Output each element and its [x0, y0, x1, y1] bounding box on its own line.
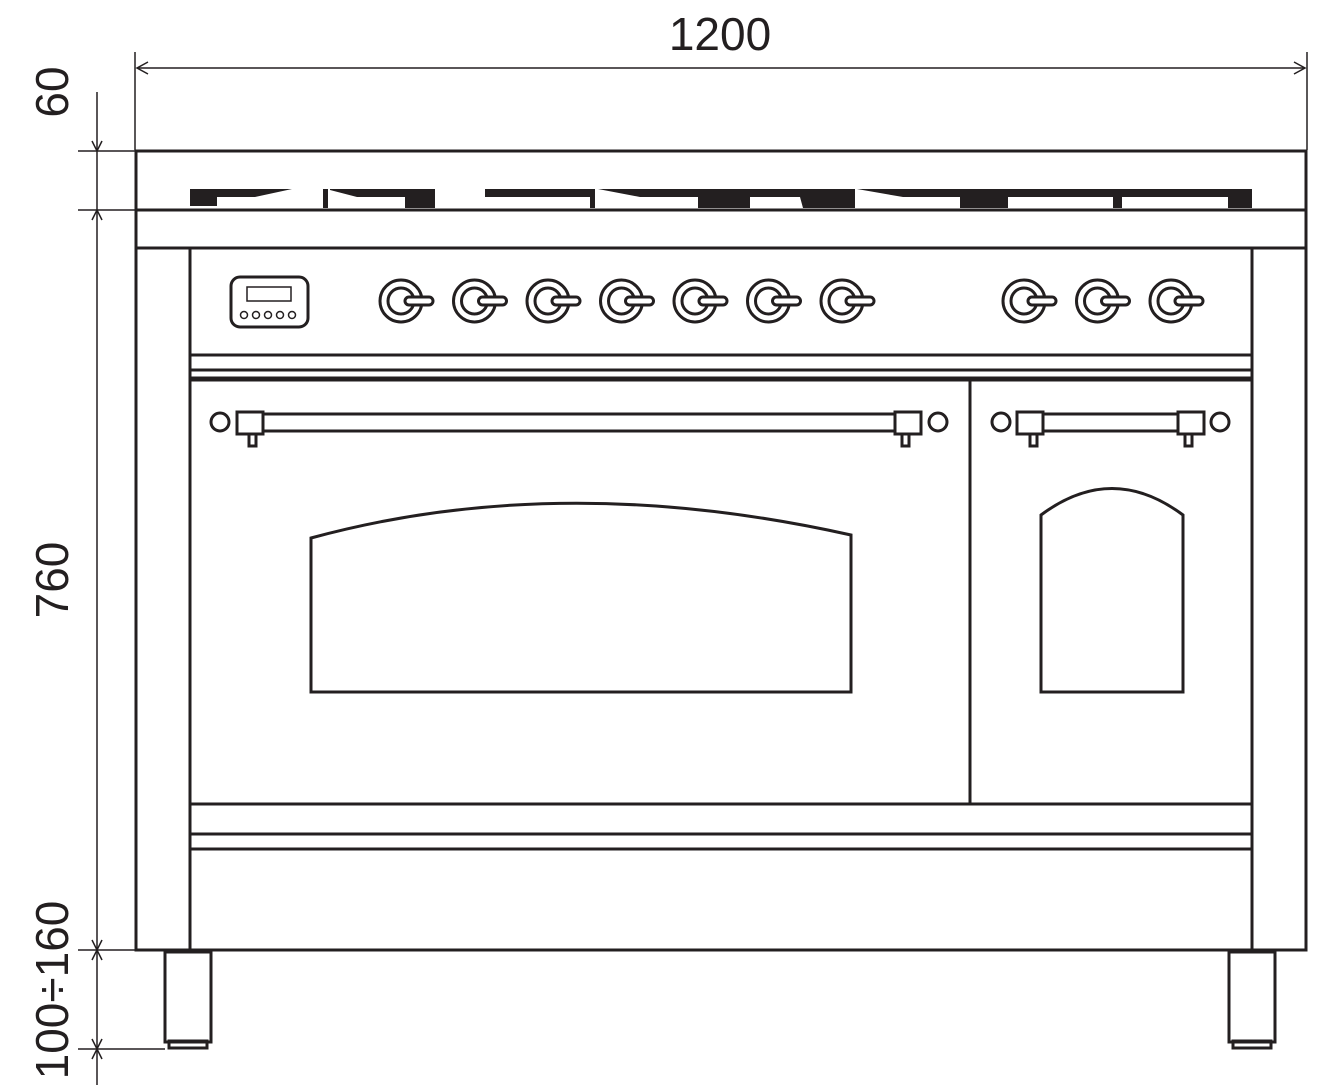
height-dimensions: 60 760 100÷160 [26, 66, 165, 1085]
top-height-label: 60 [26, 66, 78, 117]
main-oven-door [188, 378, 972, 806]
auxiliary-oven-window [1039, 487, 1185, 694]
main-oven-handle [209, 410, 949, 448]
control-knob[interactable] [452, 278, 508, 324]
storage-drawer [190, 832, 1252, 851]
timer-display [229, 275, 310, 329]
control-knob[interactable] [525, 278, 582, 324]
control-knob[interactable] [1075, 278, 1131, 324]
width-dimension: 1200 [134, 8, 1308, 150]
control-knob[interactable] [1148, 278, 1205, 324]
display-button[interactable] [287, 310, 297, 320]
main-oven-window [309, 501, 853, 694]
body-height-label: 760 [26, 542, 78, 619]
feet-height-label: 100÷160 [26, 901, 78, 1080]
feet [163, 950, 1277, 1050]
knob-row [378, 278, 1205, 324]
cooktop [134, 149, 1308, 212]
control-knob[interactable] [599, 278, 655, 324]
display-button[interactable] [263, 310, 273, 320]
control-knob[interactable] [378, 278, 435, 324]
auxiliary-oven-handle [990, 410, 1231, 448]
width-label: 1200 [669, 8, 771, 60]
display-button[interactable] [239, 310, 249, 320]
control-panel [190, 275, 1252, 380]
display-button[interactable] [251, 310, 261, 320]
display-button[interactable] [275, 310, 285, 320]
control-knob[interactable] [819, 278, 876, 324]
control-knob[interactable] [1001, 278, 1058, 324]
auxiliary-oven-door [968, 378, 1254, 806]
control-knob[interactable] [746, 278, 802, 324]
control-knob[interactable] [672, 278, 729, 324]
